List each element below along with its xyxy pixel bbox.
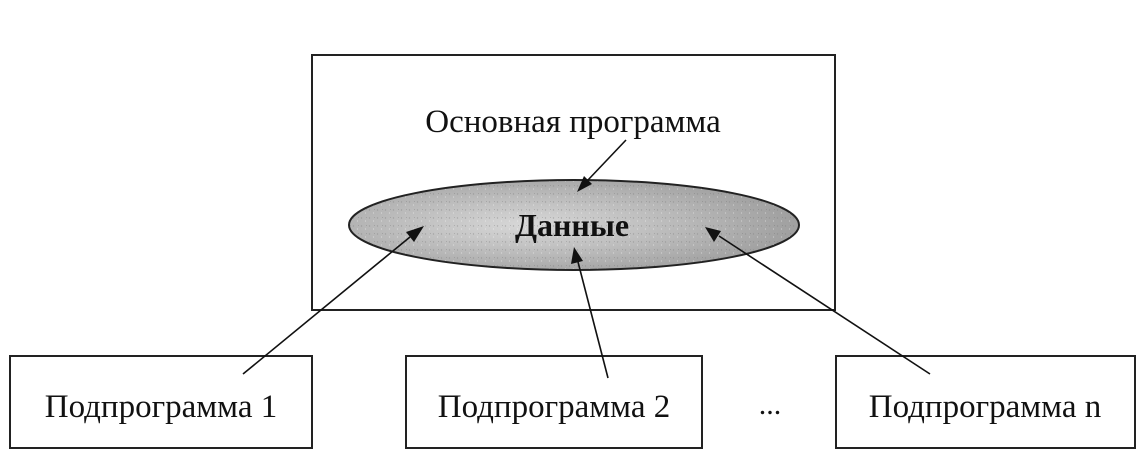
- arrow-subprogram-2-line: [577, 261, 609, 379]
- data-ellipse-texture: [350, 181, 798, 269]
- arrow-subprogram-n-head: [705, 227, 721, 242]
- subprogram-2-label: Подпрограмма 2: [438, 389, 670, 425]
- subprogram-n-label: Подпрограмма n: [869, 389, 1101, 425]
- subprogram-1-box: [9, 355, 313, 449]
- main-program-label: Основная программа: [425, 104, 721, 140]
- arrow-main-to-data-head: [577, 176, 592, 192]
- ellipsis-label: ...: [759, 388, 782, 421]
- arrow-subprogram-n-line: [718, 235, 931, 375]
- arrow-subprogram-2-head: [571, 247, 583, 264]
- arrow-main-to-data-line: [587, 139, 627, 181]
- subprogram-1-label: Подпрограмма 1: [45, 389, 277, 425]
- arrow-subprogram-1-line: [242, 236, 411, 375]
- subprogram-2-box: [405, 355, 703, 449]
- arrow-subprogram-1-head: [406, 226, 424, 242]
- subprogram-n-box: [835, 355, 1136, 449]
- data-label: Данные: [515, 207, 629, 243]
